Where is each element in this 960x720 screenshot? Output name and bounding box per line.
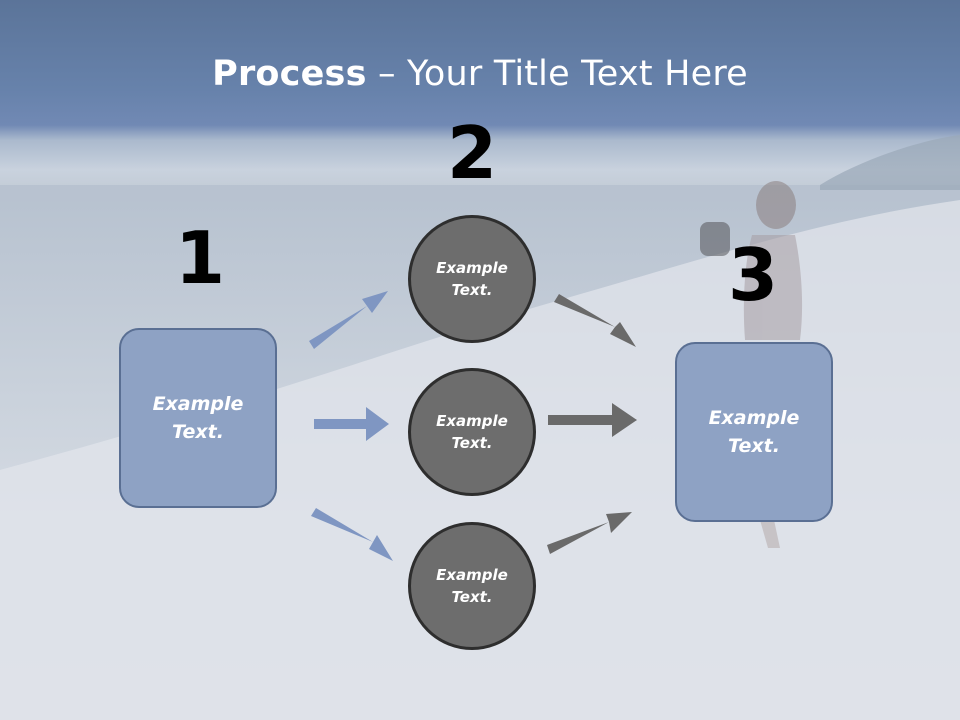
step-number-1: 1 <box>174 216 226 300</box>
slide-title: Process – Your Title Text Here <box>0 54 960 94</box>
arrow-gray-down <box>554 294 636 347</box>
circle-node-middle: Example Text. <box>408 368 536 496</box>
walking-person-figure <box>700 181 803 548</box>
arrow-gray-up <box>547 512 632 554</box>
step-number-3: 3 <box>727 233 779 317</box>
circle-node-top: Example Text. <box>408 215 536 343</box>
title-bold: Process <box>212 54 367 94</box>
arrow-gray-right <box>548 403 637 437</box>
arrow-blue-down <box>311 508 393 561</box>
arrow-blue-right <box>314 407 389 441</box>
title-rest: – Your Title Text Here <box>366 54 748 94</box>
circle-node-bottom: Example Text. <box>408 522 536 650</box>
step-number-2: 2 <box>446 111 498 195</box>
left-process-box: Example Text. <box>119 328 277 508</box>
arrow-blue-up <box>309 291 388 349</box>
right-process-box: Example Text. <box>675 342 833 522</box>
